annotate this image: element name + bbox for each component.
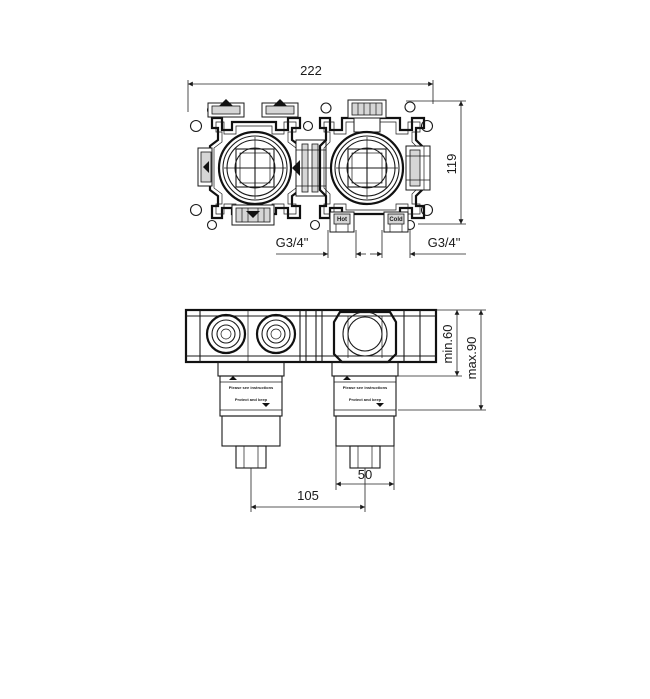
max-depth-label: max.90 <box>464 337 479 380</box>
top-view: 222 119 <box>187 63 466 258</box>
right-valve-body <box>329 130 405 206</box>
left-cartridge-text-2: Protect and keep <box>235 397 268 402</box>
cold-inlet: Cold <box>383 211 409 233</box>
left-thread-label: G3/4" <box>276 235 309 250</box>
right-body-outline <box>318 116 426 220</box>
width-dimension-label: 222 <box>300 63 322 78</box>
depth-dimensions: min.60 max.90 <box>398 309 486 411</box>
left-top-outlets <box>207 99 299 118</box>
height-dimension: 119 <box>406 100 466 225</box>
right-thread-label: G3/4" <box>428 235 461 250</box>
side-view: Please see instructions Protect and keep… <box>184 308 486 512</box>
right-cartridge-text-1: Please see instructions <box>343 385 388 390</box>
left-valve-body <box>217 130 293 206</box>
cold-label: Cold <box>389 217 403 223</box>
side-outlet-right <box>255 313 297 355</box>
center-dimension-label: 105 <box>297 488 319 503</box>
hot-label: Hot <box>337 217 347 223</box>
right-cartridge: Please see instructions Protect and keep <box>331 361 399 469</box>
left-side-outlet <box>197 147 213 187</box>
left-body-outline <box>208 116 302 220</box>
thread-dimensions: G3/4" G3/4" <box>276 230 466 258</box>
left-bottom-outlet <box>231 204 275 226</box>
hot-inlet: Hot <box>329 211 355 233</box>
side-valve-right <box>332 310 398 364</box>
min-depth-label: min.60 <box>440 324 455 363</box>
center-dimension: 105 <box>250 468 366 512</box>
right-top-nut <box>347 99 387 133</box>
right-cartridge-text-2: Protect and keep <box>349 397 382 402</box>
side-main-body <box>184 308 438 364</box>
left-cartridge: Please see instructions Protect and keep <box>217 361 285 469</box>
right-side-inlet <box>405 145 431 191</box>
width-dimension: 222 <box>187 63 434 112</box>
left-cartridge-text-1: Please see instructions <box>229 385 274 390</box>
height-dimension-label: 119 <box>444 154 459 175</box>
side-outlet-left <box>205 313 247 355</box>
